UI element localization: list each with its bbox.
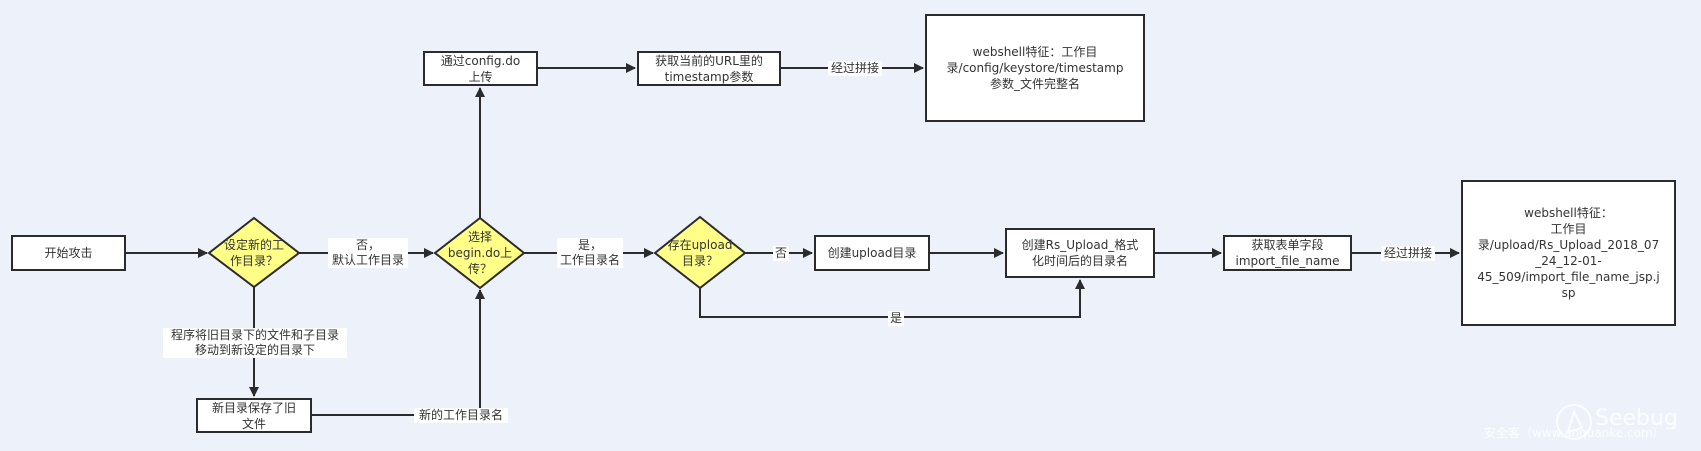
- decision-upload-exists-shape: [653, 215, 747, 290]
- edge-label-move-files: 程序将旧目录下的文件和子目录 移动到新设定的目录下: [163, 328, 347, 358]
- node-new-dir-saved[interactable]: 新目录保存了旧 文件: [196, 398, 312, 433]
- watermark-site: 安全客（www.anquanke.com）: [1484, 426, 1665, 440]
- node-result-upload[interactable]: webshell特征： 工作目 录/upload/Rs_Upload_2018_…: [1461, 180, 1676, 326]
- edge-label-yes-dir-name: 是， 工作目录名: [557, 238, 623, 268]
- seebug-logo-icon: [1556, 404, 1592, 440]
- edge-label-no-default-dir: 否， 默认工作目录: [328, 238, 408, 268]
- node-start[interactable]: 开始攻击: [11, 235, 126, 271]
- edge-label-concat-1: 经过拼接: [828, 61, 882, 76]
- decision-begin-do-shape: [433, 216, 526, 290]
- edge-label-concat-2: 经过拼接: [1381, 246, 1435, 261]
- node-create-rs-upload[interactable]: 创建Rs_Upload_格式 化时间后的目录名: [1005, 228, 1155, 278]
- node-result-config[interactable]: webshell特征：工作目 录/config/keystore/timesta…: [925, 14, 1145, 122]
- node-create-upload-dir[interactable]: 创建upload目录: [814, 235, 930, 271]
- node-get-timestamp[interactable]: 获取当前的URL里的 timestamp参数: [637, 51, 781, 86]
- node-get-form-field[interactable]: 获取表单字段 import_file_name: [1223, 235, 1352, 271]
- decision-new-dir-shape: [207, 216, 301, 289]
- edge-label-new-dir-name: 新的工作目录名: [414, 408, 508, 423]
- edge-label-no: 否: [773, 246, 789, 261]
- edge-label-yes: 是: [888, 311, 904, 326]
- watermark-brand: Seebug: [1595, 406, 1678, 431]
- node-config-do-upload[interactable]: 通过config.do 上传: [423, 51, 538, 86]
